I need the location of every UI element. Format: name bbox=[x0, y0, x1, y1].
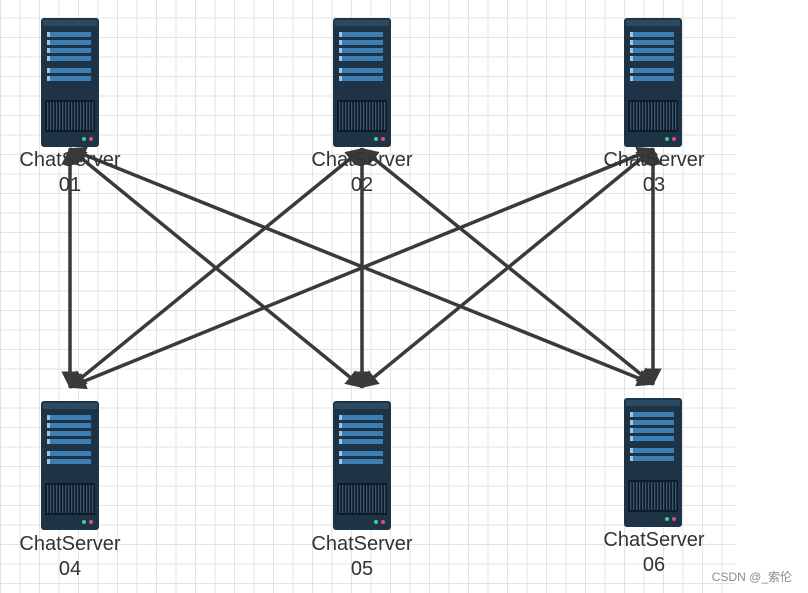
server-icon-03 bbox=[624, 18, 682, 147]
connection-s03-s05 bbox=[360, 147, 655, 389]
server-icon-02 bbox=[333, 18, 391, 147]
server-label-01: ChatServer 01 bbox=[19, 149, 121, 196]
server-icon-05 bbox=[333, 401, 391, 530]
server-label-03: ChatServer 03 bbox=[603, 149, 705, 196]
server-icon-04 bbox=[41, 401, 99, 530]
server-label-06: ChatServer 06 bbox=[603, 529, 705, 576]
server-label-05: ChatServer 05 bbox=[311, 533, 413, 580]
csdn-watermark: CSDN @_索伦 bbox=[711, 570, 792, 584]
server-icon-01 bbox=[41, 18, 99, 147]
server-label-04: ChatServer 04 bbox=[19, 533, 121, 580]
server-icon-06 bbox=[624, 398, 682, 527]
server-label-02: ChatServer 02 bbox=[311, 149, 413, 196]
